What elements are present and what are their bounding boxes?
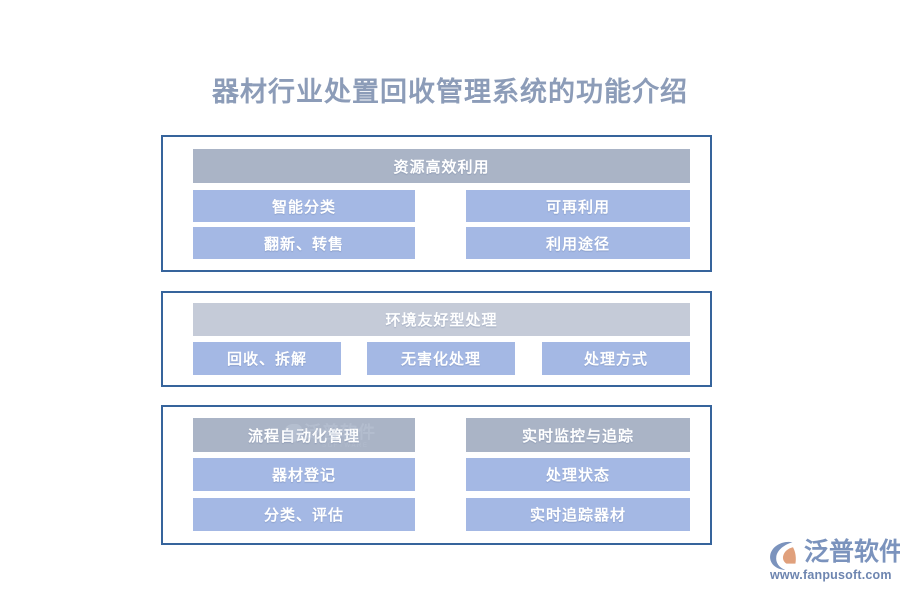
brand-url[interactable]: www.fanpusoft.com: [770, 568, 892, 582]
section-3-left-header: 流程自动化管理: [193, 418, 415, 452]
section-2-item-1[interactable]: 回收、拆解: [193, 342, 341, 375]
section-2-item-2[interactable]: 无害化处理: [367, 342, 515, 375]
brand-name: 泛普软件: [804, 538, 900, 566]
section-1-left-item-1[interactable]: 智能分类: [193, 190, 415, 222]
section-3-right-item-2[interactable]: 实时追踪器材: [466, 498, 690, 531]
fanpu-logo-icon: [768, 539, 802, 571]
section-3-right-header: 实时监控与追踪: [466, 418, 690, 452]
section-1-right-item-1[interactable]: 可再利用: [466, 190, 690, 222]
section-3-right-item-1[interactable]: 处理状态: [466, 458, 690, 491]
section-1-left-item-2[interactable]: 翻新、转售: [193, 227, 415, 259]
section-eco-friendly-processing: 环境友好型处理 回收、拆解 无害化处理 处理方式: [161, 291, 712, 387]
section-3-left-item-2[interactable]: 分类、评估: [193, 498, 415, 531]
section-1-right-item-2[interactable]: 利用途径: [466, 227, 690, 259]
section-2-item-3[interactable]: 处理方式: [542, 342, 690, 375]
section-resource-efficiency: 资源高效利用 智能分类 翻新、转售 可再利用 利用途径: [161, 135, 712, 272]
section-2-header: 环境友好型处理: [193, 303, 690, 336]
section-1-header: 资源高效利用: [193, 149, 690, 183]
page-title: 器材行业处置回收管理系统的功能介绍: [212, 77, 688, 107]
section-automation-and-tracking: 流程自动化管理 器材登记 分类、评估 实时监控与追踪 处理状态 实时追踪器材: [161, 405, 712, 545]
section-3-left-item-1[interactable]: 器材登记: [193, 458, 415, 491]
brand-logo: 泛普软件 www.fanpusoft.com: [768, 537, 900, 585]
